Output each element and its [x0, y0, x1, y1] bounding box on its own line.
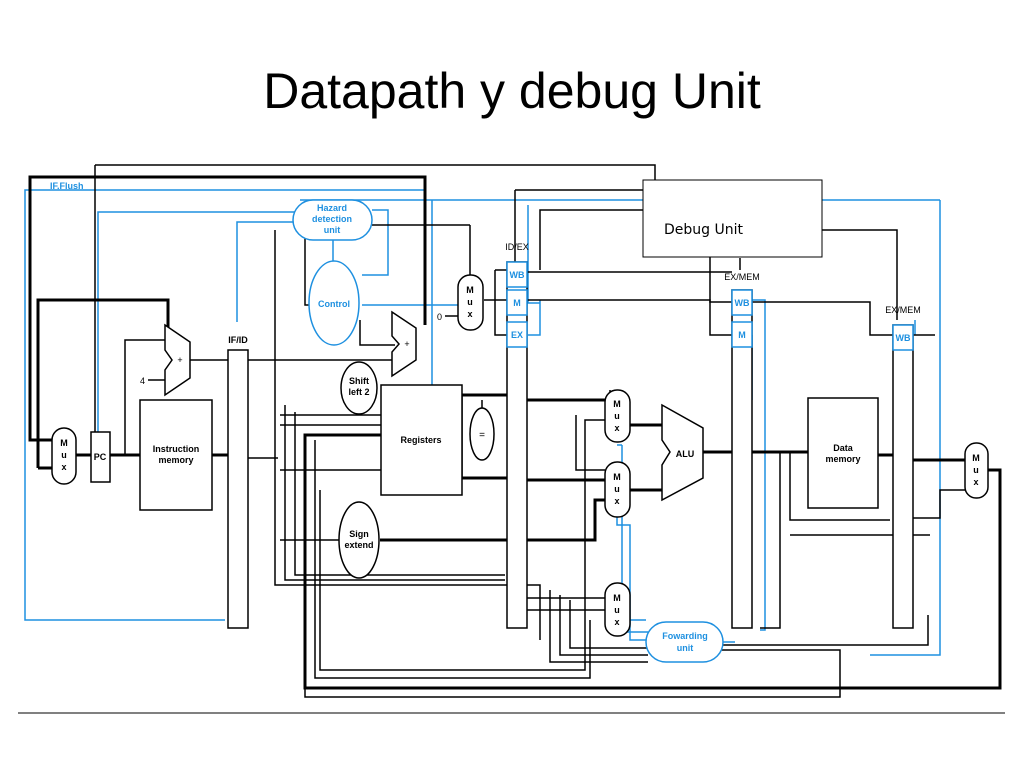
- pc-register: PC: [90, 431, 111, 483]
- mux-letter-m: M: [60, 438, 68, 448]
- constant-zero: 0: [437, 312, 442, 322]
- hazard-label-1: Hazard: [317, 203, 347, 213]
- blue-control-wires: [24, 189, 941, 656]
- svg-text:u: u: [614, 605, 620, 615]
- svg-text:x: x: [973, 477, 978, 487]
- sign-extend-label-2: extend: [344, 540, 373, 550]
- svg-text:x: x: [614, 496, 619, 506]
- instruction-memory: Instruction memory: [139, 399, 213, 511]
- svg-text:x: x: [614, 617, 619, 627]
- svg-text:M: M: [613, 399, 621, 409]
- id-ex-wb: WB: [510, 270, 525, 280]
- pc-adder: + 4: [140, 323, 191, 397]
- reg-dst-mux: M u x: [604, 582, 631, 637]
- instruction-memory-label-2: memory: [158, 455, 193, 465]
- shift-label-2: left 2: [348, 387, 369, 397]
- alu-label: ALU: [676, 449, 695, 459]
- svg-text:M: M: [466, 285, 474, 295]
- forwarding-label-2: unit: [677, 643, 694, 653]
- alu-mux-a: M u x: [604, 389, 631, 443]
- registers-file: Registers: [380, 384, 463, 496]
- svg-text:u: u: [467, 297, 473, 307]
- data-memory: Data memory: [807, 397, 879, 509]
- constant-four: 4: [140, 376, 145, 386]
- svg-text:u: u: [973, 465, 979, 475]
- registers-label: Registers: [400, 435, 441, 445]
- pc-label: PC: [94, 452, 107, 462]
- alu: ALU: [661, 403, 704, 502]
- data-memory-label-1: Data: [833, 443, 854, 453]
- id-ex-register: WB M EX ID/EX: [505, 242, 529, 629]
- svg-text:x: x: [614, 423, 619, 433]
- if-id-label: IF/ID: [228, 335, 248, 345]
- mem-wb-register: WB EX/MEM: [885, 305, 921, 629]
- shift-label-1: Shift: [349, 376, 369, 386]
- svg-text:M: M: [972, 453, 980, 463]
- svg-text:+: +: [177, 355, 182, 365]
- id-ex-m: M: [513, 298, 521, 308]
- sign-extend-label-1: Sign: [349, 529, 369, 539]
- ex-mem-wb: WB: [735, 298, 750, 308]
- alu-mux-b: M u x: [604, 461, 631, 518]
- debug-unit: Debug Unit: [642, 179, 823, 258]
- forwarding-unit: Fowarding unit: [645, 621, 724, 663]
- forwarding-label-1: Fowarding: [662, 631, 708, 641]
- svg-text:u: u: [614, 484, 620, 494]
- mem-wb-wb: WB: [896, 333, 911, 343]
- hazard-detection-unit: Hazard detection unit: [292, 199, 373, 241]
- hazard-label-2: detection: [312, 214, 352, 224]
- branch-adder: +: [391, 310, 417, 378]
- equals-label: =: [479, 430, 485, 441]
- shift-left-2: Shift left 2: [340, 361, 378, 415]
- ex-mem-register: WB M EX/MEM: [724, 272, 760, 629]
- mux-letter-u: u: [61, 450, 67, 460]
- control-unit: Control: [308, 260, 360, 346]
- slide-title: Datapath y debug Unit: [263, 63, 761, 119]
- id-ex-ex: EX: [511, 330, 523, 340]
- control-label: Control: [318, 299, 350, 309]
- ex-mem-label: EX/MEM: [724, 272, 760, 282]
- data-memory-label-2: memory: [825, 454, 860, 464]
- id-ex-label: ID/EX: [505, 242, 529, 252]
- debug-unit-label: Debug Unit: [664, 222, 744, 238]
- instruction-memory-label-1: Instruction: [153, 444, 200, 454]
- mux-letter-x: x: [61, 462, 66, 472]
- control-mux: M u x 0: [437, 274, 484, 331]
- svg-text:u: u: [614, 411, 620, 421]
- svg-text:M: M: [613, 593, 621, 603]
- hazard-label-3: unit: [324, 225, 341, 235]
- writeback-mux: M u x: [964, 442, 989, 499]
- sign-extend: Sign extend: [338, 501, 380, 579]
- equals-comparator: =: [469, 407, 495, 461]
- svg-text:+: +: [404, 339, 409, 349]
- svg-text:x: x: [467, 309, 472, 319]
- if-id-register: IF/ID: [227, 335, 249, 629]
- pc-mux: M u x: [51, 427, 77, 485]
- ex-mem-m: M: [738, 330, 746, 340]
- svg-text:M: M: [613, 472, 621, 482]
- mem-wb-label: EX/MEM: [885, 305, 921, 315]
- if-flush-label: IF.Flush: [50, 181, 84, 191]
